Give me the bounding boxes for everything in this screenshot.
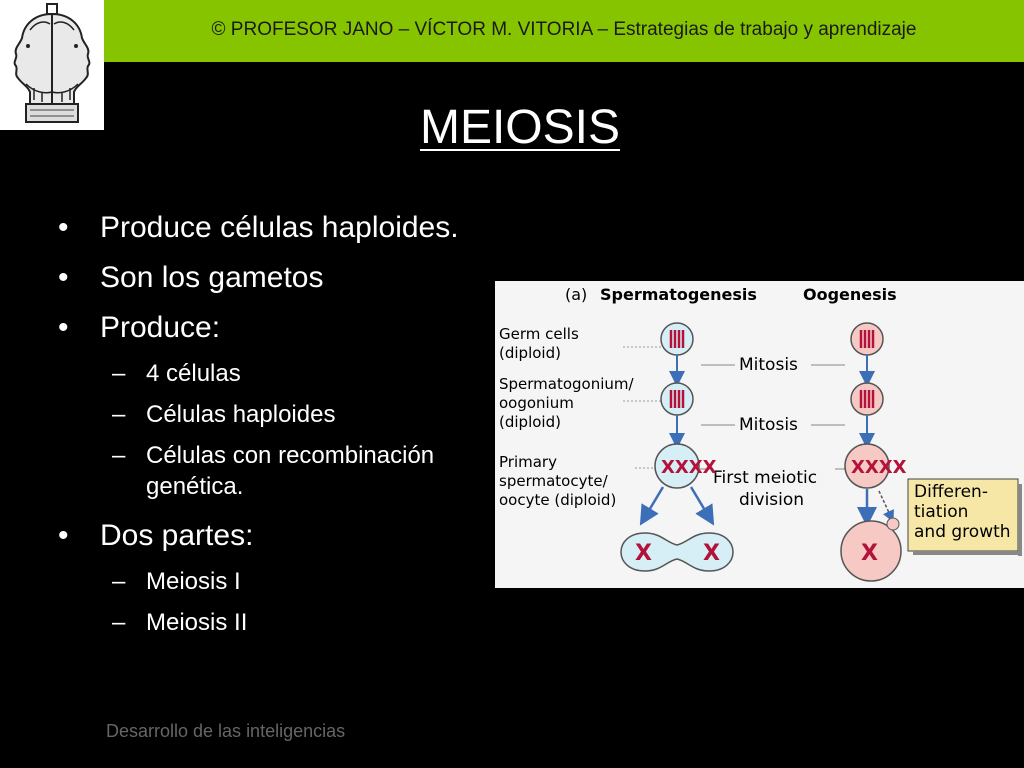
header-bar: © PROFESOR JANO – VÍCTOR M. VITORIA – Es… xyxy=(104,0,1024,62)
bullet-item: • Dos partes: xyxy=(58,516,498,556)
bullet-list: • Produce células haploides. • Son los g… xyxy=(58,208,498,648)
sub-bullet-text: 4 células xyxy=(146,360,241,387)
bullet-text: Produce células haploides. xyxy=(100,211,459,244)
slide-title: MEIOSIS xyxy=(419,101,621,154)
bullet-text: Dos partes: xyxy=(100,519,254,552)
gametogenesis-diagram: (a) Spermatogenesis Oogenesis Germ cells… xyxy=(499,285,1022,582)
growth-label: and growth xyxy=(914,522,1011,542)
sub-bullet-text: Meiosis II xyxy=(146,609,248,636)
mitosis-label-2: Mitosis xyxy=(739,415,798,435)
bullet-mark: • xyxy=(58,261,69,294)
sub-bullet-item: – Células haploides xyxy=(58,399,498,430)
dash-mark: – xyxy=(112,568,126,595)
oogonium-label: oogonium xyxy=(499,394,574,412)
janus-logo xyxy=(0,0,104,130)
mitosis-label: Mitosis xyxy=(739,355,798,375)
gametogenesis-figure: (a) Spermatogenesis Oogenesis Germ cells… xyxy=(495,281,1024,588)
svg-text:XXXX: XXXX xyxy=(661,457,717,478)
header-text: © PROFESOR JANO – VÍCTOR M. VITORIA – Es… xyxy=(211,19,917,40)
primary-label: Primary xyxy=(499,453,557,471)
meiotic-division-label: division xyxy=(739,490,804,510)
bullet-mark: • xyxy=(58,211,69,244)
germ-cells-ploidy: (diploid) xyxy=(499,344,561,362)
differentiation-label: Differen- xyxy=(914,482,988,502)
spermatogonium-ploidy: (diploid) xyxy=(499,413,561,431)
sub-bullet-item: – Meiosis I xyxy=(58,566,498,597)
oocyte-label: oocyte (diploid) xyxy=(499,491,616,509)
sub-bullet-item: – 4 células xyxy=(58,358,498,389)
sub-bullet-text: Células haploides xyxy=(146,401,336,428)
dash-mark: – xyxy=(112,360,126,387)
spermatogenesis-header: Spermatogenesis xyxy=(600,285,757,304)
first-meiotic-label: First meiotic xyxy=(713,468,817,488)
spermatogonium-label: Spermatogonium/ xyxy=(499,375,635,393)
footer-text: Desarrollo de las inteligencias xyxy=(106,721,346,741)
janus-head-icon xyxy=(13,3,91,123)
svg-text:X: X xyxy=(635,541,652,566)
sub-bullet-item: – Meiosis II xyxy=(58,607,498,638)
sub-bullet-item: – Células con recombinación genética. xyxy=(58,440,498,502)
germ-cells-label: Germ cells xyxy=(499,325,579,343)
bullet-text: Produce: xyxy=(100,311,221,344)
bullet-item: • Son los gametos xyxy=(58,258,498,298)
bullet-mark: • xyxy=(58,311,69,344)
sub-bullet-text: Meiosis I xyxy=(146,568,241,595)
tiation-label: tiation xyxy=(914,502,968,522)
dash-mark: – xyxy=(112,401,126,428)
dash-mark: – xyxy=(112,442,126,469)
svg-text:XXXX: XXXX xyxy=(851,457,907,478)
figure-label: (a) xyxy=(565,285,587,304)
spermatocyte-label: spermatocyte/ xyxy=(499,472,609,490)
svg-text:X: X xyxy=(861,541,878,566)
svg-text:X: X xyxy=(703,541,720,566)
sub-bullet-text: Células con recombinación genética. xyxy=(146,442,435,500)
bullet-mark: • xyxy=(58,519,69,552)
dash-mark: – xyxy=(112,609,126,636)
bullet-item: • Produce células haploides. xyxy=(58,208,498,248)
oogenesis-header: Oogenesis xyxy=(803,285,897,304)
bullet-text: Son los gametos xyxy=(100,261,324,294)
bullet-item: • Produce: xyxy=(58,308,498,348)
